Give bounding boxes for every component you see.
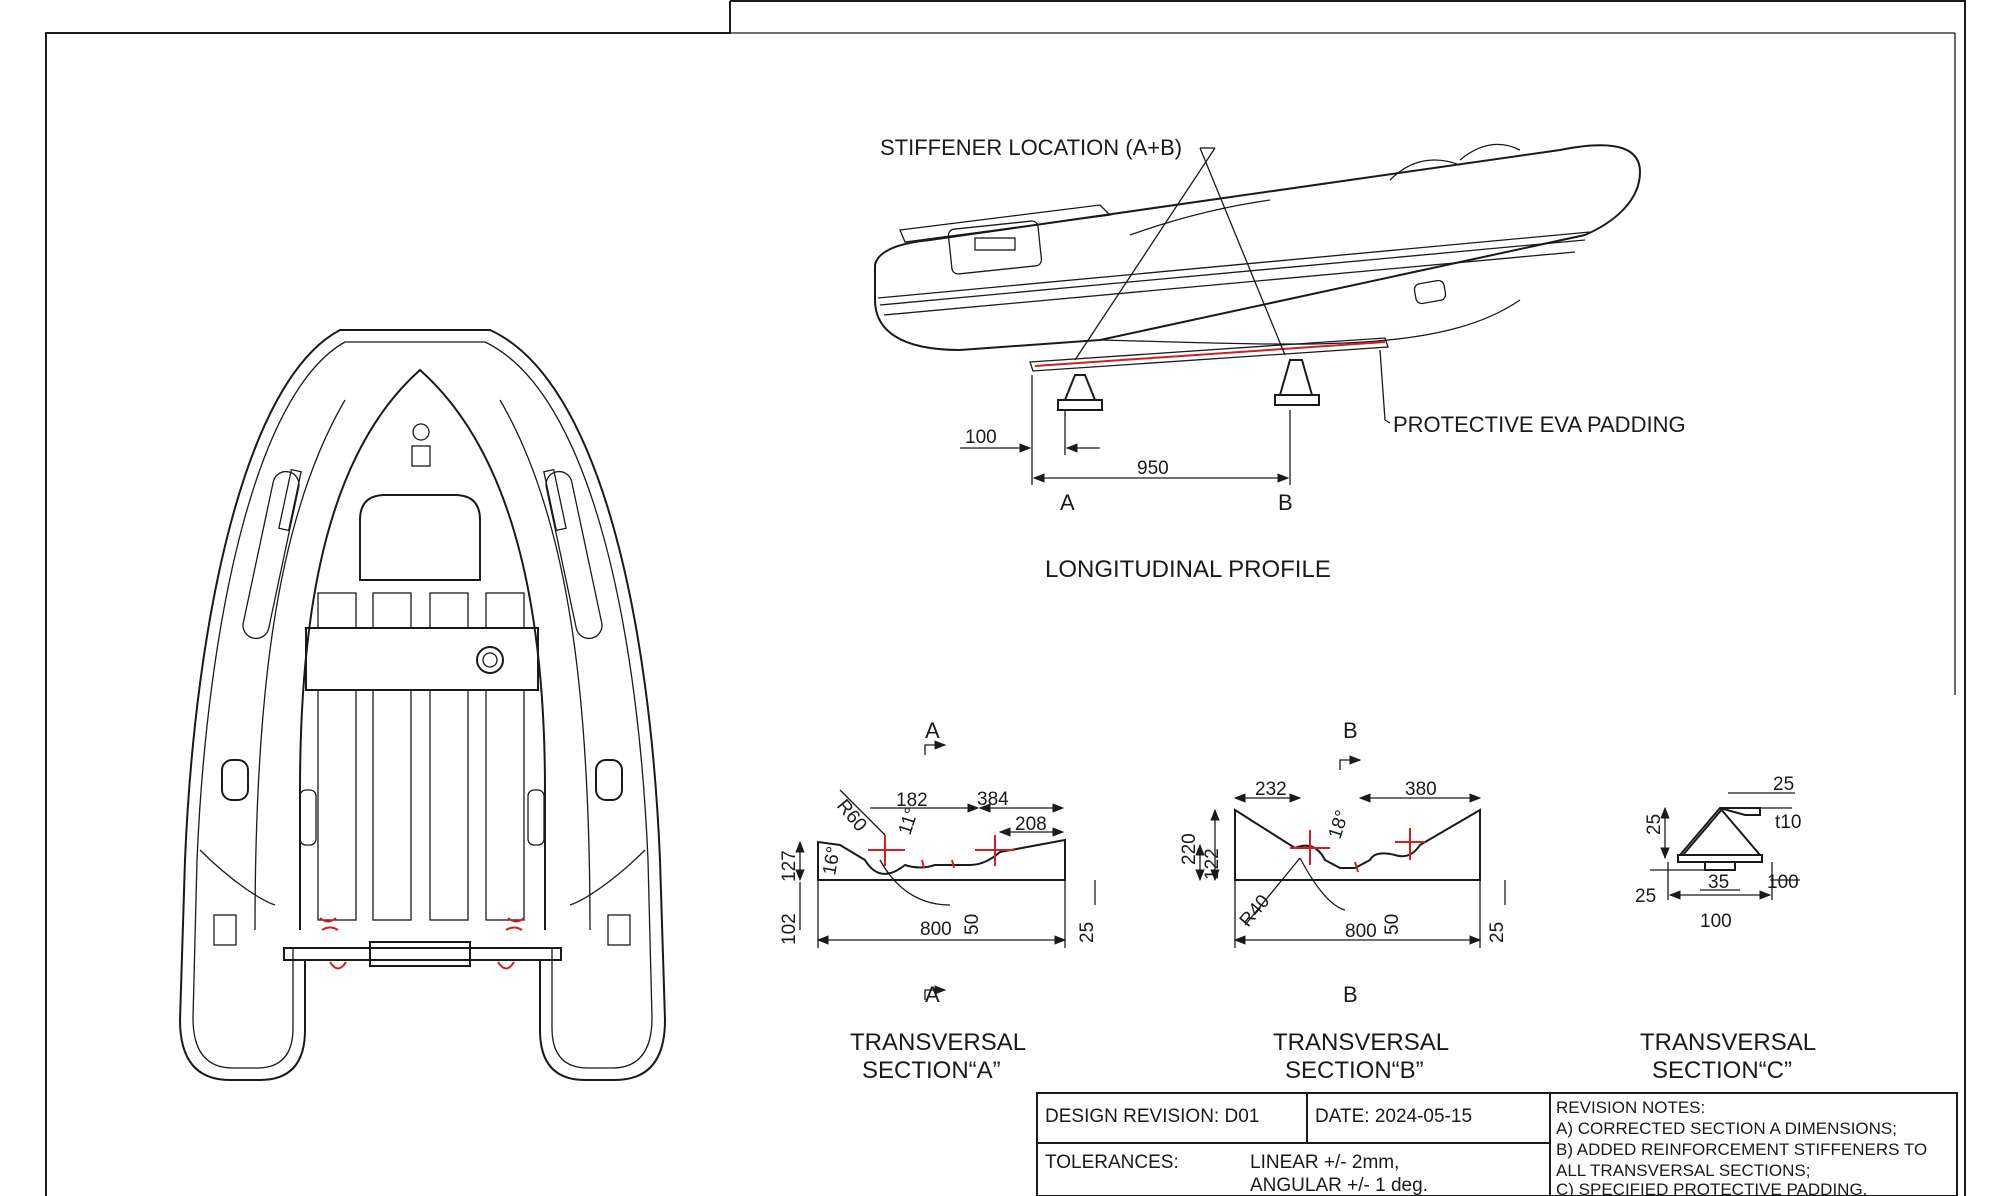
revision-note-b-1: B) ADDED REINFORCEMENT STIFFENERS TO (1556, 1140, 1927, 1159)
section-a-r60: R60 (832, 796, 870, 836)
section-b-d232: 232 (1255, 779, 1287, 800)
section-a-d384: 384 (977, 789, 1009, 810)
revision-note-b-2: ALL TRANSVERSAL SECTIONS; (1556, 1161, 1810, 1180)
section-a-ang16: 16° (819, 845, 845, 877)
section-c-d25-bottom: 25 (1635, 886, 1656, 907)
profile-offset-dim: 100 (965, 427, 997, 448)
revision-note-c: C) SPECIFIED PROTECTIVE PADDING. (1556, 1180, 1867, 1196)
section-a-d208: 208 (1015, 814, 1047, 835)
section-b-drawing (1195, 755, 1506, 948)
section-c-d35: 35 (1708, 872, 1729, 893)
protective-padding-label: PROTECTIVE EVA PADDING (1393, 412, 1686, 437)
station-b-label: B (1278, 490, 1293, 515)
section-c-d25-top: 25 (1773, 774, 1794, 795)
section-b-caption-2: SECTION“B” (1285, 1057, 1424, 1084)
section-b-cut-bottom: B (1343, 982, 1358, 1007)
section-a-caption-2: SECTION“A” (862, 1057, 1001, 1084)
section-a-caption-1: TRANSVERSAL (850, 1029, 1026, 1056)
section-c-d25-left: 25 (1644, 814, 1665, 835)
revision-notes-title: REVISION NOTES: (1556, 1098, 1705, 1117)
revision-note-a: A) CORRECTED SECTION A DIMENSIONS; (1556, 1119, 1897, 1138)
tolerance-angular: ANGULAR +/- 1 deg. (1250, 1175, 1428, 1196)
section-a-cut-bottom: A (925, 982, 940, 1007)
longitudinal-profile-caption: LONGITUDINAL PROFILE (1045, 556, 1331, 583)
section-c-caption-1: TRANSVERSAL (1640, 1029, 1816, 1056)
section-b-d25: 25 (1487, 922, 1508, 943)
section-c-d100-bottom: 100 (1700, 911, 1732, 932)
section-c-drawing (1650, 792, 1800, 900)
section-b-d220: 220 (1179, 833, 1200, 865)
section-b-d800: 800 (1345, 921, 1377, 942)
station-a-label: A (1060, 490, 1075, 515)
section-b-ang18: 18° (1325, 808, 1354, 842)
title-block (1036, 1092, 1958, 1196)
boat-profile-view (874, 143, 1642, 485)
section-b-caption-1: TRANSVERSAL (1273, 1029, 1449, 1056)
section-a-d800: 800 (920, 919, 952, 940)
section-a-d102: 102 (779, 913, 800, 945)
section-c-t10: t10 (1775, 812, 1801, 833)
drawing-date: DATE: 2024-05-15 (1315, 1106, 1472, 1127)
design-revision: DESIGN REVISION: D01 (1045, 1106, 1259, 1127)
section-c-d100-right: 100 (1767, 872, 1799, 893)
stiffener-location-label: STIFFENER LOCATION (A+B) (880, 135, 1182, 160)
section-a-d127: 127 (779, 850, 800, 882)
section-a-d182: 182 (896, 790, 928, 811)
section-b-d122: 122 (1202, 848, 1223, 880)
section-a-d50: 50 (962, 914, 983, 935)
tolerances-label: TOLERANCES: (1045, 1152, 1179, 1173)
section-b-cut-top: B (1343, 718, 1358, 743)
section-a-d25: 25 (1077, 922, 1098, 943)
section-a-cut-top: A (925, 718, 940, 743)
section-b-d50: 50 (1382, 914, 1403, 935)
sheet-frame (45, 0, 1966, 1196)
section-c-caption-2: SECTION“C” (1652, 1057, 1792, 1084)
boat-plan-view (178, 329, 667, 1081)
section-b-d380: 380 (1405, 779, 1437, 800)
tolerance-linear: LINEAR +/- 2mm, (1250, 1152, 1399, 1173)
section-a-drawing (795, 740, 1096, 1000)
profile-span-dim: 950 (1137, 458, 1169, 479)
